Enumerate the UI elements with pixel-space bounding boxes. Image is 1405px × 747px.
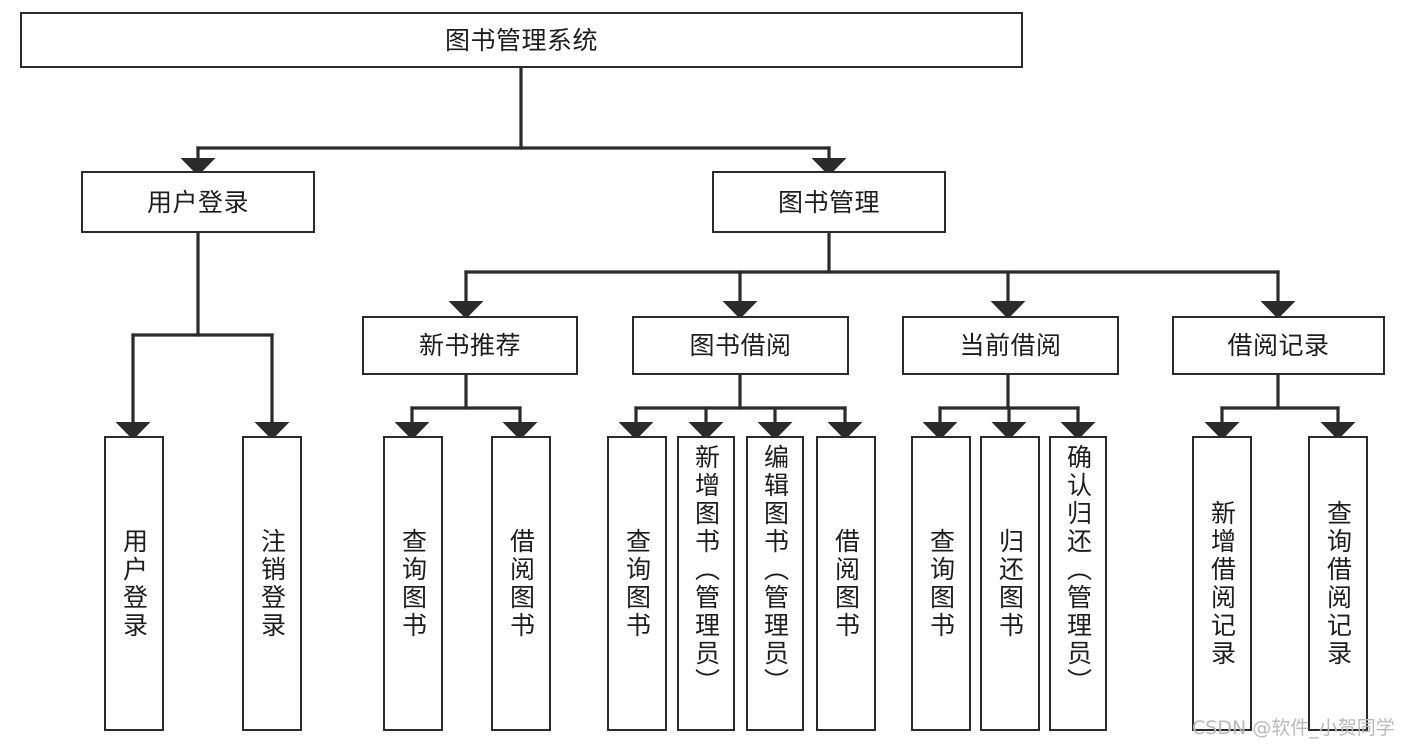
node-current-borrow-label: 当前借阅 xyxy=(959,331,1062,360)
node-new-book-rec[interactable]: 新书推荐 xyxy=(362,316,578,375)
node-borrow-record[interactable]: 借阅记录 xyxy=(1172,316,1385,375)
node-book-borrow[interactable]: 图书借阅 xyxy=(632,316,849,375)
node-leaf-borrow-book[interactable]: 借阅图书 xyxy=(816,436,876,731)
node-leaf-borrow-book-rec-label: 借阅图书 xyxy=(506,527,536,640)
node-leaf-user-login[interactable]: 用户登录 xyxy=(104,436,164,731)
node-leaf-add-book[interactable]: 新增图书（管理员） xyxy=(677,436,735,731)
node-leaf-logout[interactable]: 注销登录 xyxy=(242,436,302,731)
node-user-login-label: 用户登录 xyxy=(146,187,249,217)
node-book-borrow-label: 图书借阅 xyxy=(689,331,792,360)
node-leaf-logout-label: 注销登录 xyxy=(257,527,287,640)
node-root[interactable]: 图书管理系统 xyxy=(20,12,1023,68)
node-leaf-query-borrow-record-label: 查询借阅记录 xyxy=(1323,499,1353,668)
node-leaf-query-book-current-label: 查询图书 xyxy=(926,527,956,640)
node-leaf-borrow-book-label: 借阅图书 xyxy=(831,527,861,640)
node-root-label: 图书管理系统 xyxy=(444,25,598,55)
node-new-book-rec-label: 新书推荐 xyxy=(418,331,521,360)
node-leaf-query-book-rec-label: 查询图书 xyxy=(398,527,428,640)
csdn-watermark: CSDN @软件_小贺同学 xyxy=(1192,713,1395,740)
node-book-manage[interactable]: 图书管理 xyxy=(712,171,946,233)
node-leaf-return-book-label: 归还图书 xyxy=(995,527,1025,640)
node-leaf-confirm-return-label: 确认归还（管理员） xyxy=(1063,444,1093,696)
node-leaf-query-borrow-record[interactable]: 查询借阅记录 xyxy=(1308,436,1368,731)
node-leaf-borrow-book-rec[interactable]: 借阅图书 xyxy=(491,436,551,731)
node-leaf-add-book-label: 新增图书（管理员） xyxy=(691,444,721,696)
node-leaf-query-book-current[interactable]: 查询图书 xyxy=(911,436,971,731)
node-leaf-edit-book[interactable]: 编辑图书（管理员） xyxy=(746,436,804,731)
node-book-manage-label: 图书管理 xyxy=(777,187,880,217)
node-user-login[interactable]: 用户登录 xyxy=(81,171,315,233)
node-leaf-add-borrow-record[interactable]: 新增借阅记录 xyxy=(1192,436,1252,731)
csdn-watermark-text: CSDN @软件_小贺同学 xyxy=(1192,717,1395,739)
node-leaf-edit-book-label: 编辑图书（管理员） xyxy=(760,444,790,696)
node-leaf-query-book-borrow[interactable]: 查询图书 xyxy=(607,436,667,731)
node-leaf-query-book-rec[interactable]: 查询图书 xyxy=(383,436,443,731)
node-current-borrow[interactable]: 当前借阅 xyxy=(902,316,1119,375)
node-borrow-record-label: 借阅记录 xyxy=(1227,331,1330,360)
node-leaf-confirm-return[interactable]: 确认归还（管理员） xyxy=(1049,436,1107,731)
node-leaf-user-login-label: 用户登录 xyxy=(119,527,149,640)
node-leaf-add-borrow-record-label: 新增借阅记录 xyxy=(1207,499,1237,668)
node-leaf-return-book[interactable]: 归还图书 xyxy=(980,436,1040,731)
node-leaf-query-book-borrow-label: 查询图书 xyxy=(622,527,652,640)
